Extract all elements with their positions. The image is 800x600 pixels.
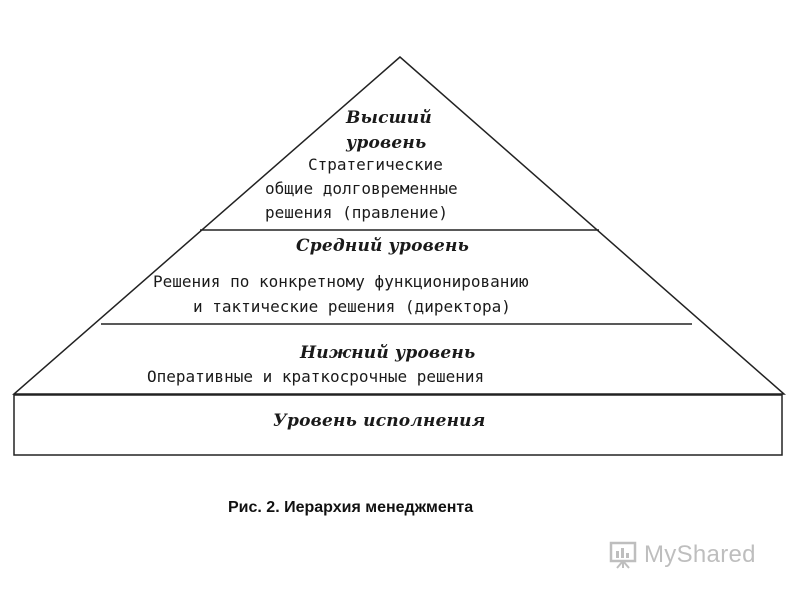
execution-level-box bbox=[13, 394, 783, 456]
top-level-title-line-2: уровень bbox=[346, 133, 427, 153]
lower-level-title: Нижний уровень bbox=[300, 343, 476, 363]
watermark-text: MyShared bbox=[644, 541, 756, 568]
top-level-title-line-1: Высший bbox=[346, 108, 432, 128]
top-level-text-line-3: решения (правление) bbox=[265, 203, 449, 222]
lower-level-text-line-1: Оперативные и краткосрочные решения bbox=[147, 367, 485, 386]
presentation-board-icon bbox=[609, 541, 637, 569]
pyramid-outline bbox=[12, 56, 786, 395]
figure-caption: Рис. 2. Иерархия менеджмента bbox=[228, 499, 474, 516]
middle-level-text-line-2: и тактические решения (директора) bbox=[193, 297, 511, 316]
middle-level-title: Средний уровень bbox=[296, 236, 470, 256]
top-level-text-line-2: общие долговременные bbox=[265, 179, 458, 198]
execution-level-title: Уровень исполнения bbox=[273, 411, 486, 431]
top-level-text-line-1: Стратегические bbox=[308, 155, 443, 174]
middle-level-text-line-1: Решения по конкретному функционированию bbox=[153, 272, 529, 291]
myshared-watermark: MyShared bbox=[608, 536, 766, 574]
